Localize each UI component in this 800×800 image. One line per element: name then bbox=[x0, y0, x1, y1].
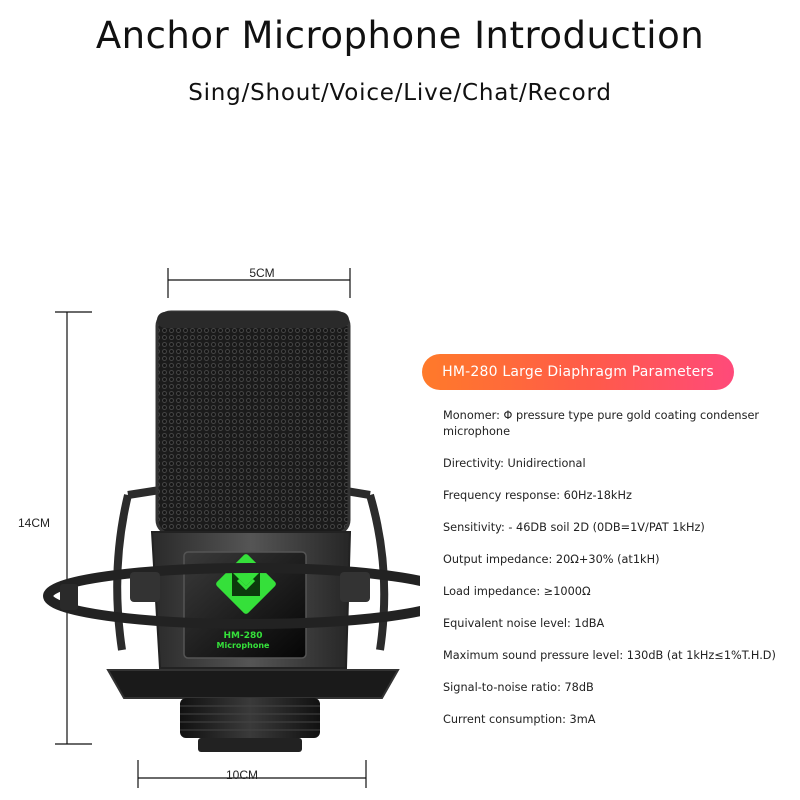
spec-item: Equivalent noise level: 1dBA bbox=[443, 617, 605, 630]
model-label: HM-280 bbox=[223, 631, 262, 641]
dimension-lines bbox=[55, 268, 367, 788]
spec-item: Signal-to-noise ratio: 78dB bbox=[443, 681, 594, 694]
spec-item: Directivity: Unidirectional bbox=[443, 457, 586, 470]
params-title-badge: HM-280 Large Diaphragm Parameters bbox=[422, 354, 734, 390]
spec-item: Maximum sound pressure level: 130dB (at … bbox=[443, 649, 776, 662]
spec-item: Monomer: Φ pressure type pure gold coati… bbox=[443, 409, 760, 438]
page-title: Anchor Microphone Introduction bbox=[95, 14, 705, 57]
product-illustration: HM-280 Microphone 5CM 14CM 10CM bbox=[0, 250, 420, 800]
model-sub-label: Microphone bbox=[217, 641, 271, 650]
spec-item: Output impedance: 20Ω+30% (at1kH) bbox=[443, 553, 660, 566]
dimension-height-label: 14CM bbox=[18, 516, 51, 530]
grille-head bbox=[155, 310, 351, 536]
spec-item: Sensitivity: - 46DB soil 2D (0DB=1V/PAT … bbox=[443, 521, 705, 534]
spec-item: Current consumption: 3mA bbox=[443, 713, 596, 726]
dimension-base-label: 10CM bbox=[225, 768, 258, 782]
base-knob bbox=[180, 698, 320, 738]
mount-ring bbox=[43, 563, 420, 629]
spec-item: Load impedance: ≥1000Ω bbox=[443, 585, 591, 598]
base-cradle bbox=[106, 669, 400, 699]
microphone-drawing: HM-280 Microphone bbox=[43, 268, 420, 788]
page-subtitle: Sing/Shout/Voice/Live/Chat/Record bbox=[188, 80, 612, 106]
spec-list: Monomer: Φ pressure type pure gold coati… bbox=[443, 408, 795, 744]
dimension-width-label: 5CM bbox=[249, 266, 275, 280]
spec-item: Frequency response: 60Hz-18kHz bbox=[443, 489, 632, 502]
